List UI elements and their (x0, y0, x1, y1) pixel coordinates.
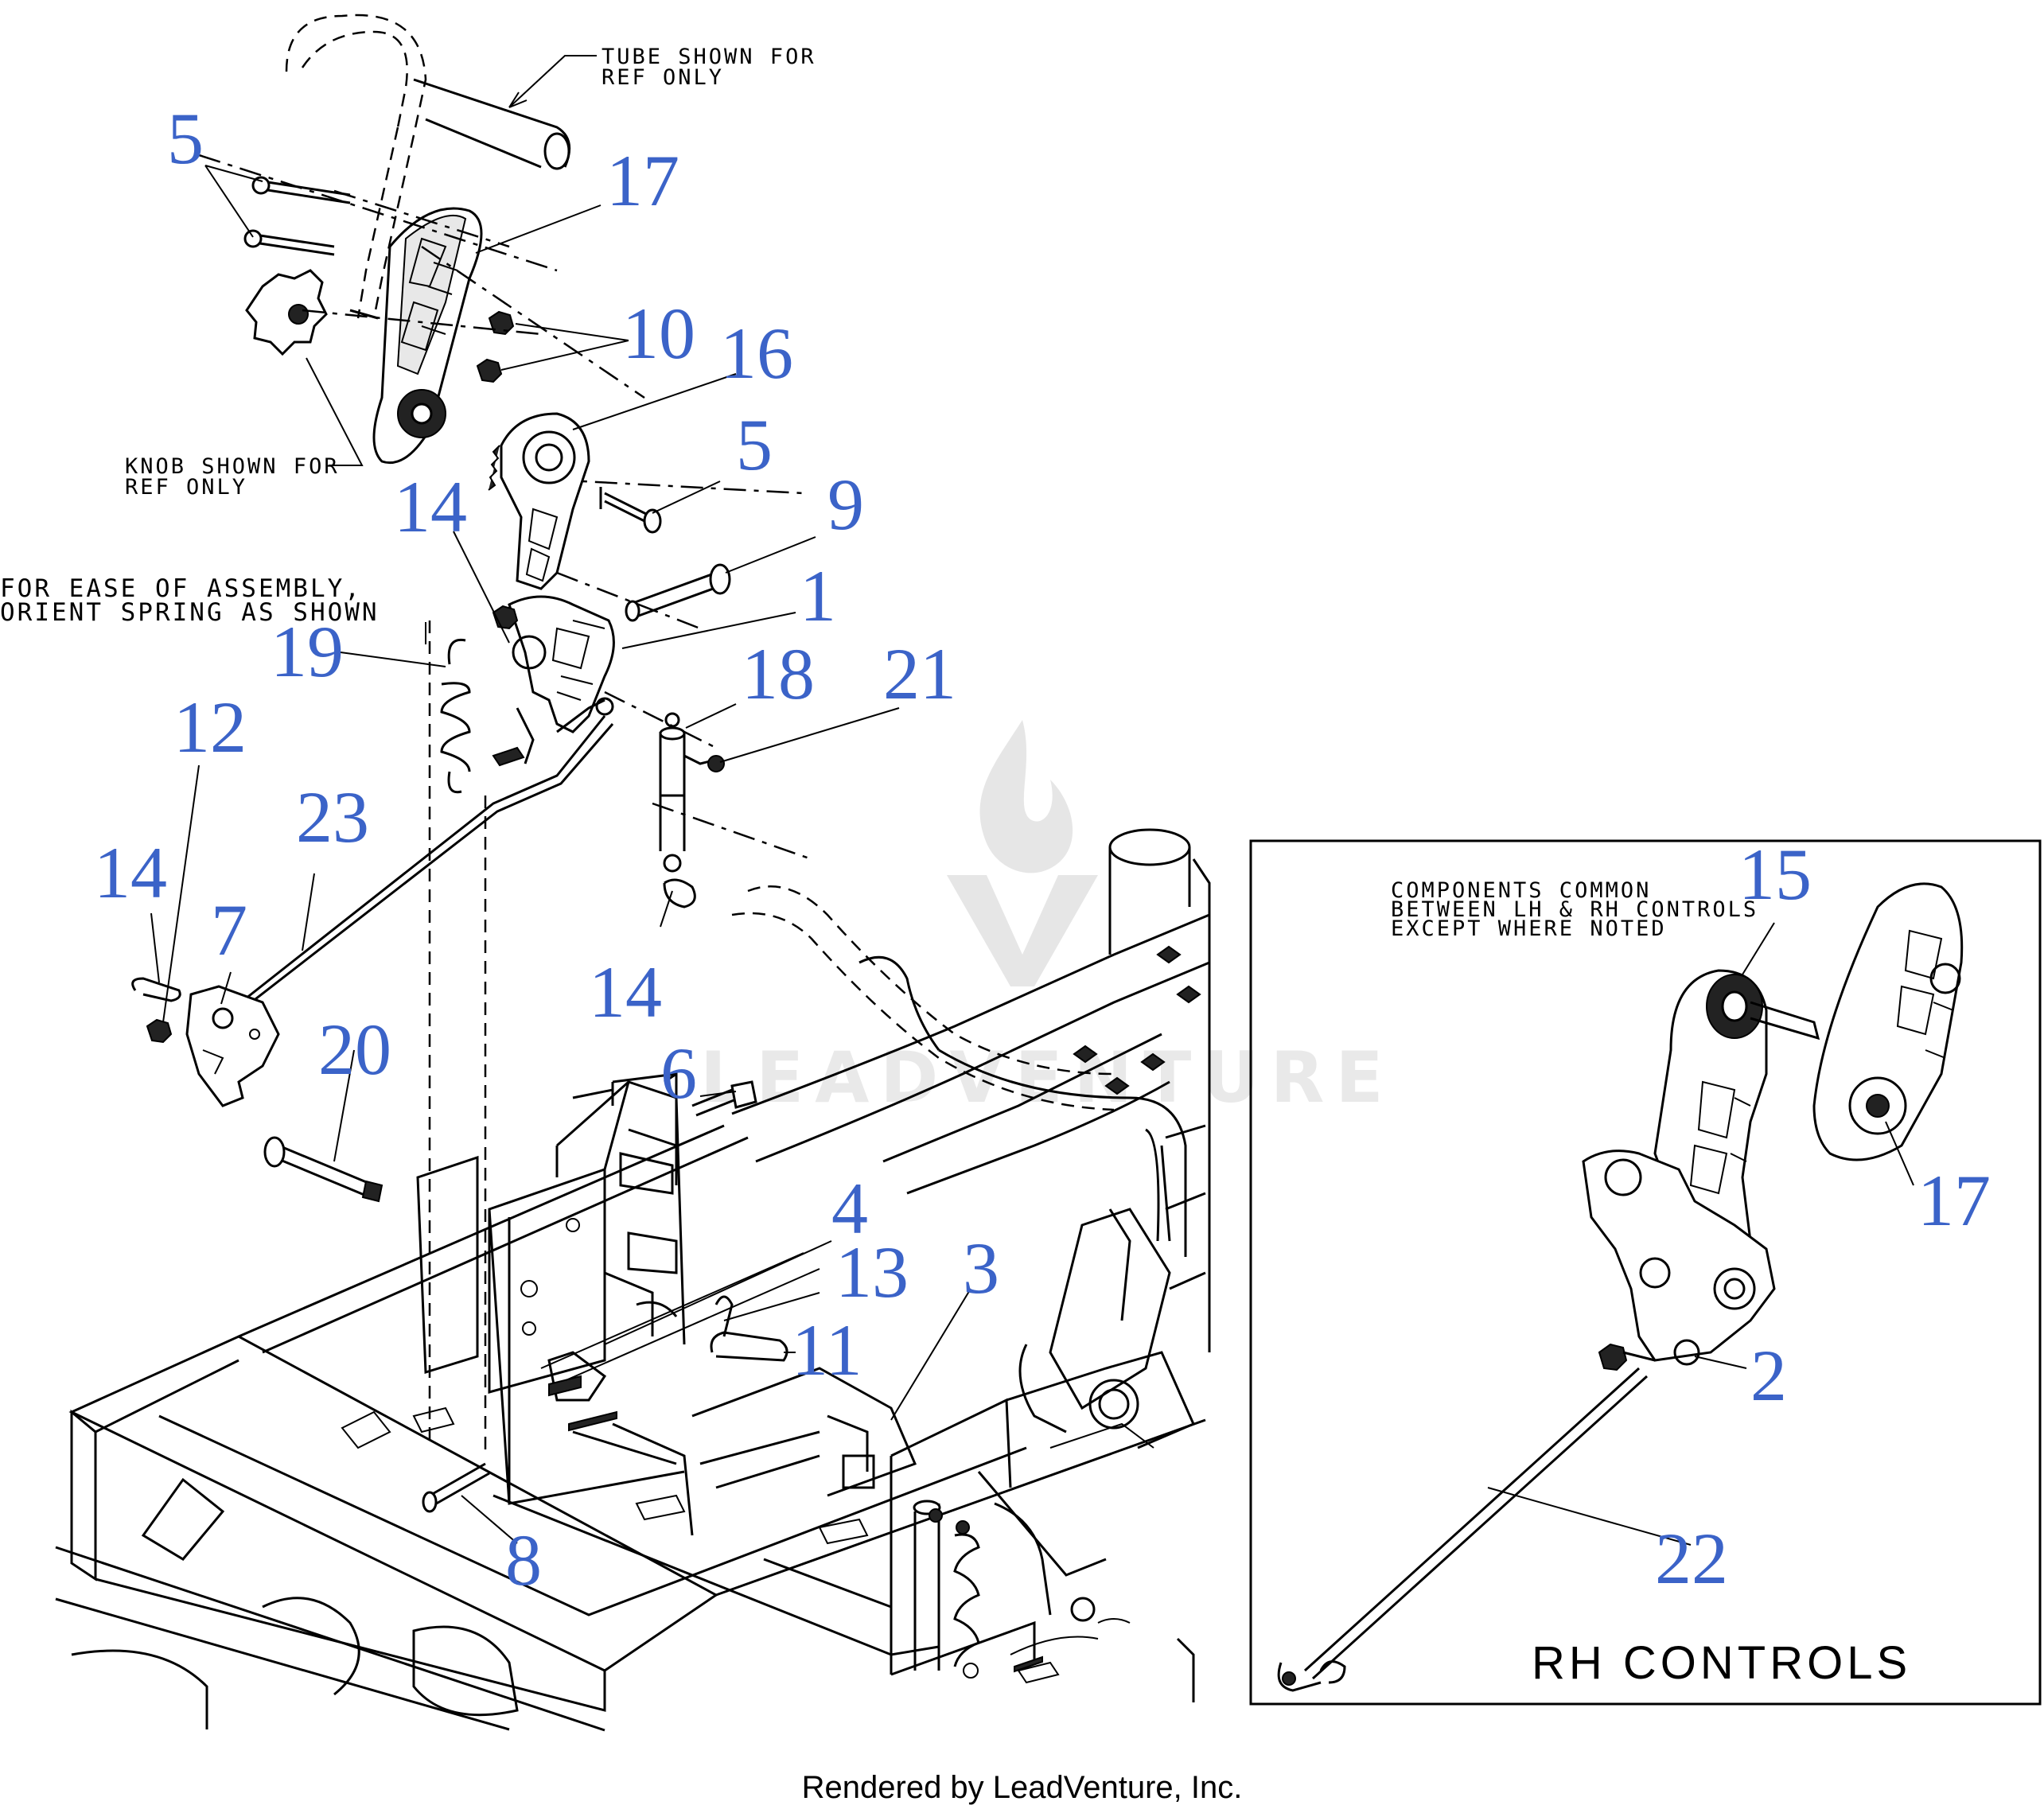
callout-14-top: 14 (394, 466, 467, 547)
callout-numbers: 5 17 10 16 5 9 14 1 19 18 21 12 23 14 7 … (94, 98, 1991, 1601)
callout-21: 21 (883, 633, 956, 714)
callout-15: 15 (1738, 834, 1812, 915)
callout-6: 6 (660, 1033, 697, 1114)
note-knob-line-2: REF ONLY (125, 475, 247, 500)
callout-16: 16 (720, 313, 793, 394)
callout-11: 11 (792, 1309, 862, 1391)
callout-23: 23 (296, 776, 369, 858)
note-knob-line-1: KNOB SHOWN FOR (125, 454, 340, 479)
leadventure-watermark: LEADVENTURE (700, 720, 1395, 1118)
callout-14-left: 14 (94, 832, 167, 913)
callout-1: 1 (800, 555, 836, 636)
callout-10: 10 (622, 293, 695, 374)
callout-17-upper: 17 (606, 140, 679, 221)
notes: TUBE SHOWN FOR REF ONLY KNOB SHOWN FOR R… (0, 45, 1758, 941)
callout-20: 20 (318, 1009, 391, 1090)
callout-19: 19 (271, 611, 344, 692)
note-spring-line-1: FOR EASE OF ASSEMBLY, (0, 574, 362, 603)
callout-8: 8 (505, 1519, 542, 1601)
note-common-line-3: EXCEPT WHERE NOTED (1391, 916, 1667, 941)
callout-5-upper: 5 (167, 98, 204, 179)
callout-5-middle: 5 (736, 404, 773, 485)
callout-14-lower: 14 (589, 951, 662, 1033)
callout-7: 7 (211, 889, 247, 971)
rh-controls-title: RH CONTROLS (1532, 1637, 1911, 1689)
rendered-by-footer: Rendered by LeadVenture, Inc. (801, 1770, 1243, 1805)
leader-lines (150, 55, 1914, 1546)
note-common-line-2: BETWEEN LH & RH CONTROLS (1391, 897, 1758, 922)
callout-12: 12 (173, 687, 247, 768)
note-tube-line-2: REF ONLY (602, 65, 724, 90)
tractor-frame-illustration (55, 828, 1211, 1732)
watermark-text: LEADVENTURE (700, 1037, 1395, 1118)
callout-22: 22 (1655, 1518, 1728, 1599)
callout-18: 18 (742, 633, 815, 714)
callout-2: 2 (1750, 1335, 1787, 1416)
callout-17-inset: 17 (1917, 1160, 1991, 1241)
callout-4: 4 (831, 1168, 868, 1249)
callout-13: 13 (835, 1231, 909, 1313)
note-common-line-1: COMPONENTS COMMON (1391, 878, 1651, 903)
lh-control-exploded-parts (131, 14, 812, 1513)
callout-9: 9 (827, 464, 864, 545)
note-tube-line-1: TUBE SHOWN FOR (602, 45, 816, 69)
note-spring-line-2: ORIENT SPRING AS SHOWN (0, 598, 380, 627)
rh-controls-inset: RH CONTROLS (1249, 839, 2042, 1706)
callout-3: 3 (963, 1227, 999, 1309)
